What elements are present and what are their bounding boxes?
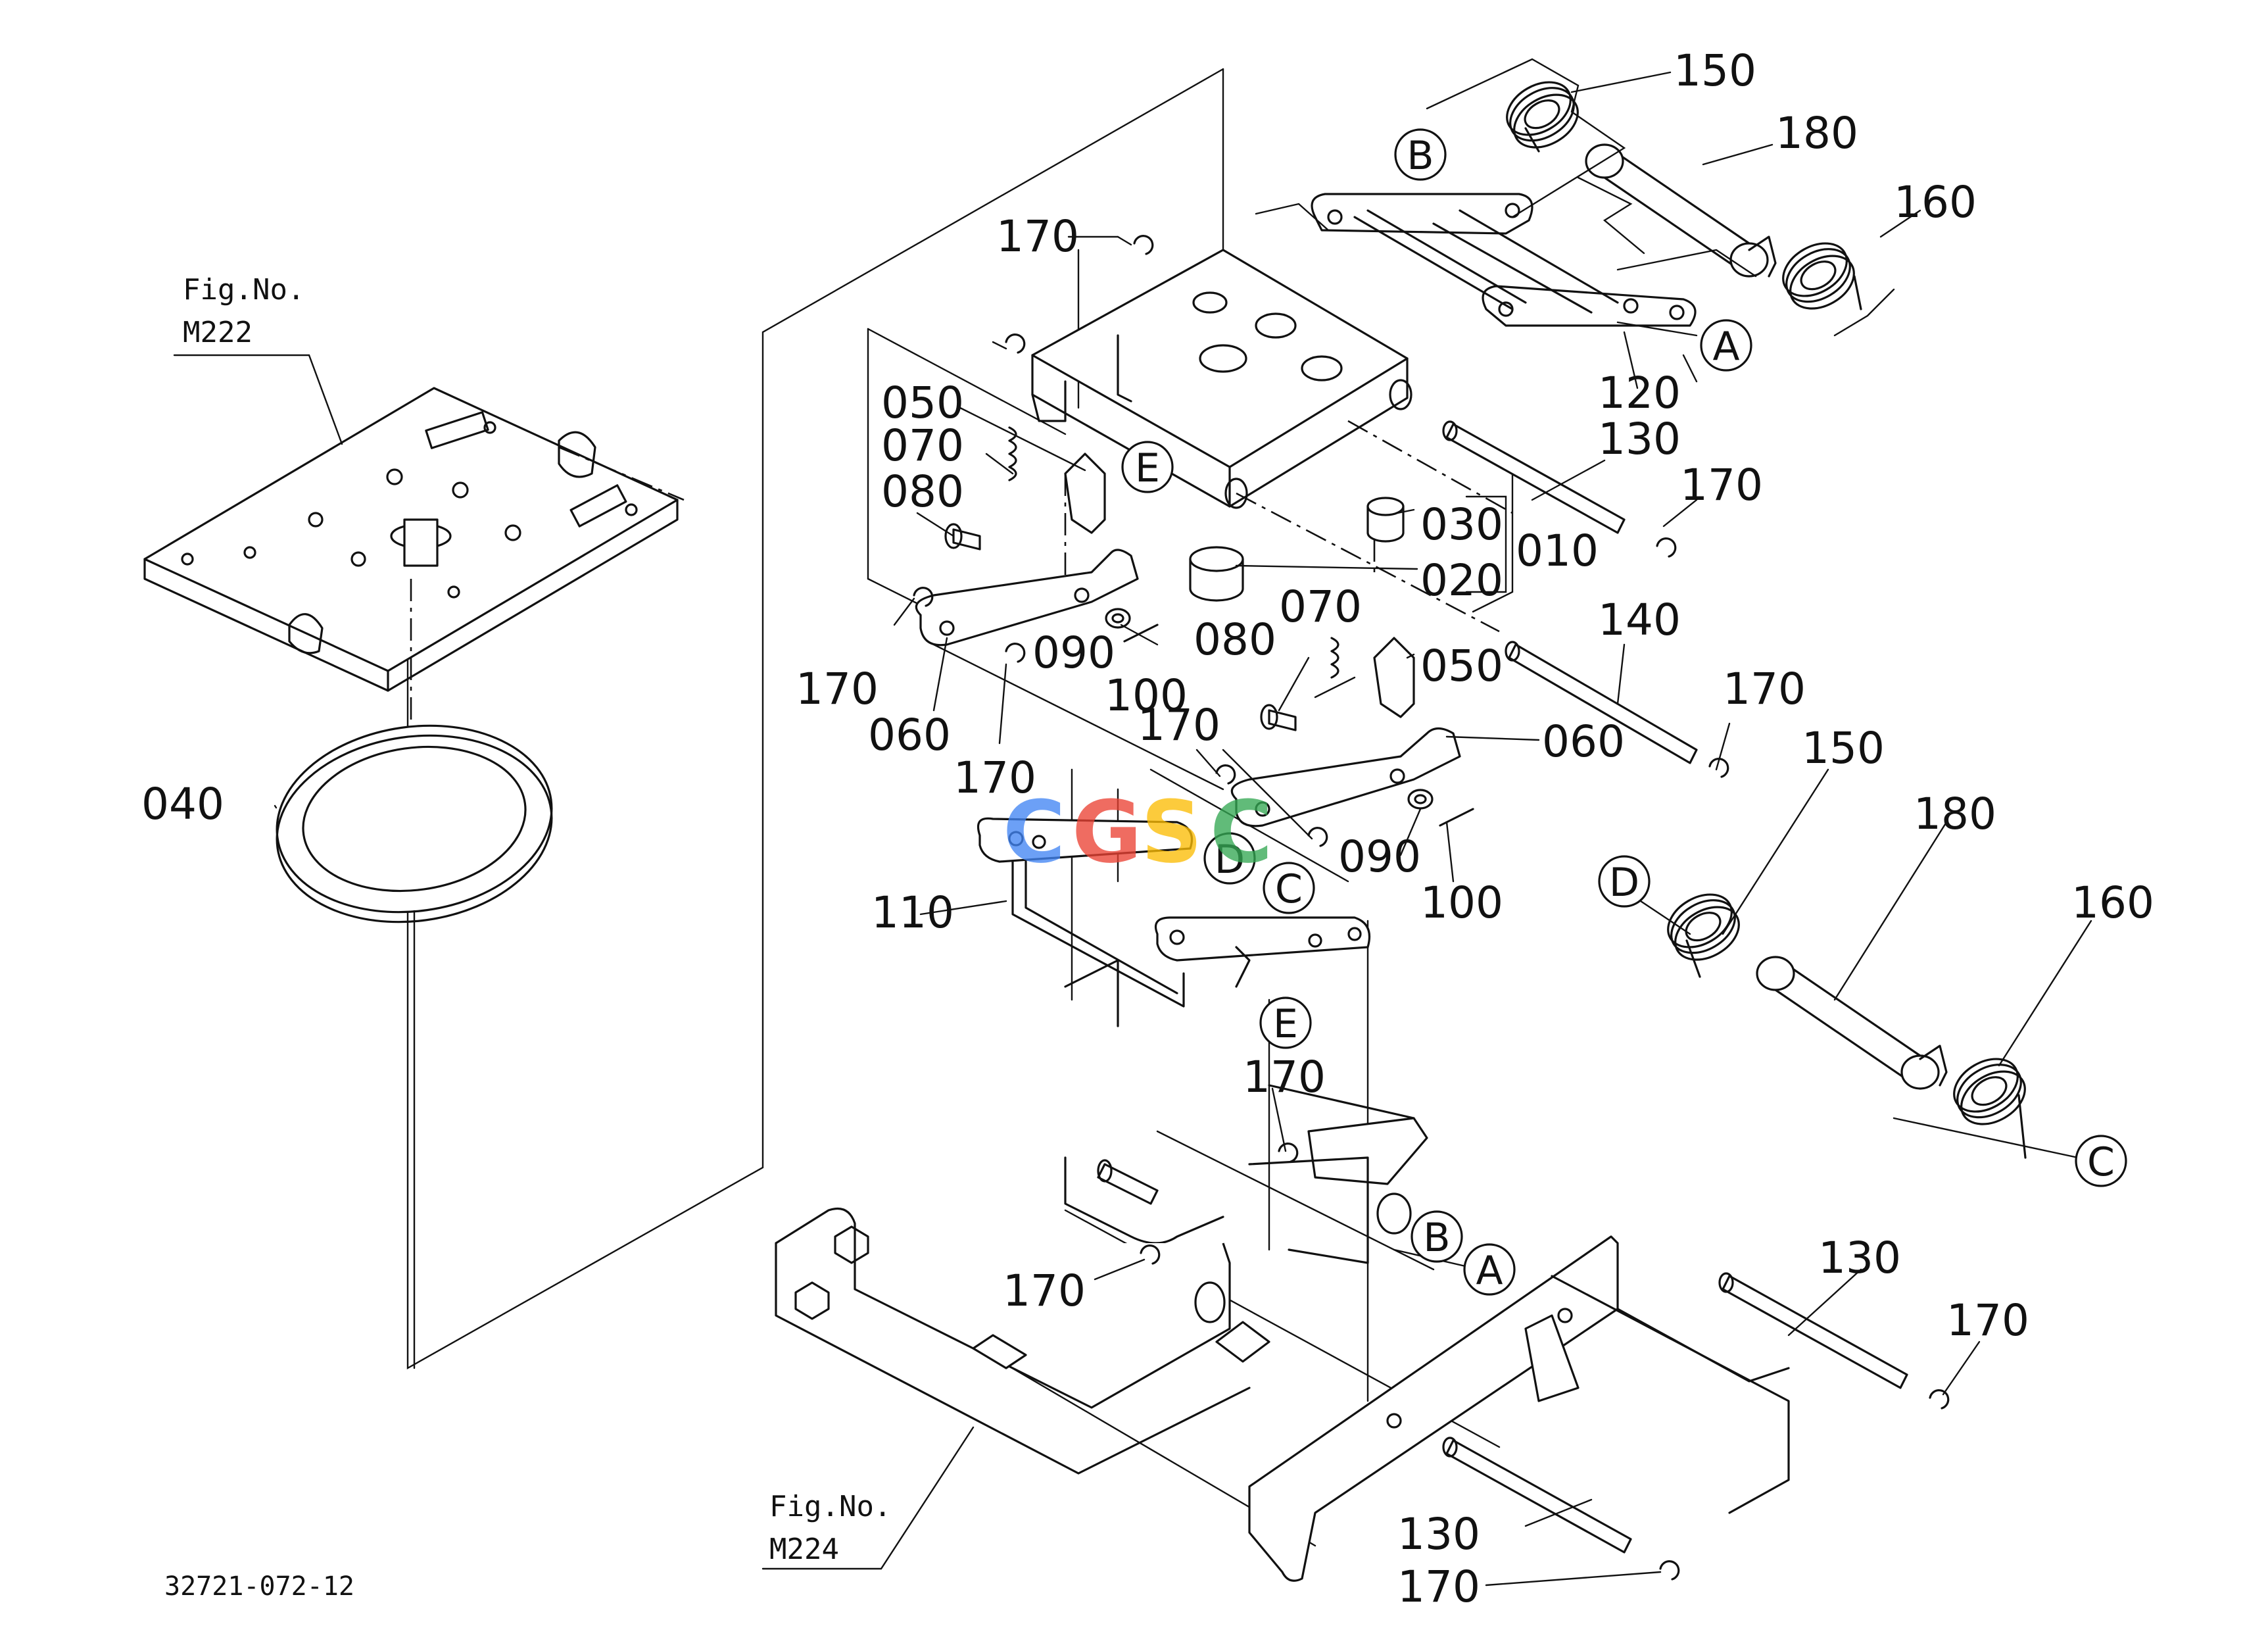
watermark-letter: G: [1072, 782, 1142, 882]
part-label: 150: [1674, 45, 1756, 96]
base-plate-m222: [143, 387, 685, 816]
fig-ref-line1: Fig.No.: [183, 273, 304, 307]
part-label: 100: [1420, 877, 1503, 928]
callout-letters: A B E D C E D C B A: [1121, 128, 2127, 1296]
part-label: 090: [1338, 831, 1421, 882]
callout-c-middle: C: [1263, 862, 1315, 914]
figure-ref-m222: Fig.No. M222: [183, 273, 304, 349]
part-label: 140: [1598, 595, 1681, 645]
part-labels: 150 180 160 170 120 130 170 050 070 080 …: [141, 45, 2154, 1612]
callout-a-lower: A: [1463, 1243, 1516, 1296]
figure-ref-m224: Fig.No. M224: [769, 1490, 891, 1566]
pedal-lever: [1064, 959, 1428, 1264]
svg-text:E: E: [1273, 1001, 1298, 1047]
watermark: C G S C: [1003, 782, 1272, 882]
watermark-letter: S: [1141, 782, 1203, 882]
watermark-letter: C: [1003, 782, 1065, 882]
part-label: 170: [996, 211, 1079, 262]
arm-060-lower: [1230, 637, 1461, 827]
callout-d-middle: D: [1203, 832, 1256, 885]
part-label: 170: [953, 752, 1036, 803]
part-label: 060: [1542, 716, 1625, 767]
fig-ref-line2: M224: [769, 1533, 839, 1566]
svg-text:C: C: [2087, 1139, 2115, 1185]
top-housing: [1031, 249, 1412, 509]
link-110: [977, 817, 1371, 1008]
svg-text:B: B: [1407, 133, 1434, 179]
part-label: 090: [1032, 627, 1115, 678]
leader-lines: [173, 71, 2092, 1586]
part-label: 160: [1894, 177, 1977, 228]
part-label: 100: [1105, 670, 1188, 721]
pedal-bracket-m224: [775, 1207, 1270, 1475]
callout-a-upper: A: [1700, 319, 1752, 372]
svg-text:A: A: [1712, 324, 1739, 370]
link-120: [1311, 193, 1697, 389]
part-label: 070: [881, 420, 964, 471]
pins: [1442, 420, 1908, 1554]
part-label: 080: [1194, 614, 1276, 665]
callout-b-lower: B: [1411, 1210, 1463, 1263]
part-label: 170: [1680, 460, 1763, 510]
part-label: 040: [141, 779, 224, 829]
drawing-number: 32721-072-12: [164, 1571, 354, 1602]
part-label: 170: [1946, 1295, 2029, 1346]
svg-text:A: A: [1476, 1248, 1503, 1294]
part-label: 050: [881, 378, 964, 428]
part-label: 180: [1775, 108, 1858, 159]
part-label: 180: [1914, 789, 1996, 839]
part-label: 080: [881, 466, 964, 517]
part-label: 060: [868, 710, 951, 760]
part-label: 130: [1818, 1233, 1901, 1283]
callout-c-right: C: [2075, 1135, 2127, 1187]
part-label: 110: [871, 887, 954, 938]
part-label: 170: [1243, 1052, 1326, 1102]
callout-e-lower: E: [1259, 996, 1312, 1049]
spring-assembly-outlines: [1255, 58, 1895, 337]
svg-text:C: C: [1275, 866, 1303, 912]
pedal-bracket-right: [1248, 1235, 1790, 1582]
spring-roller-upper: [1506, 81, 1862, 310]
part-label: 130: [1397, 1509, 1480, 1560]
arm-060-upper: [915, 426, 1139, 647]
part-label: 170: [1138, 700, 1220, 750]
svg-text:D: D: [1609, 860, 1639, 906]
part-label: 170: [1723, 664, 1806, 714]
fig-ref-line2: M222: [183, 316, 253, 349]
part-label: 030: [1420, 499, 1503, 550]
part-label: 120: [1598, 368, 1681, 418]
part-label: 050: [1420, 641, 1503, 691]
bushings: [1189, 497, 1405, 602]
small-fasteners: [913, 235, 1950, 1581]
watermark-letter: C: [1210, 782, 1272, 882]
part-label: 010: [1516, 526, 1599, 576]
callout-b-upper: B: [1394, 128, 1447, 181]
fig-ref-line1: Fig.No.: [769, 1490, 891, 1523]
callout-e-upper: E: [1121, 441, 1174, 493]
part-label: 170: [1397, 1561, 1480, 1612]
part-label: 160: [2071, 877, 2154, 928]
part-label: 170: [1003, 1266, 1086, 1316]
svg-text:D: D: [1215, 837, 1245, 883]
ring-040: [276, 724, 553, 1369]
part-label: 170: [796, 664, 879, 714]
callout-d-right: D: [1598, 855, 1651, 908]
svg-text:B: B: [1423, 1215, 1450, 1261]
part-label: 020: [1420, 555, 1503, 606]
spring-roller-lower: [1667, 893, 2027, 1159]
part-label: 150: [1802, 723, 1885, 774]
svg-text:E: E: [1135, 445, 1160, 491]
part-label: 070: [1279, 581, 1362, 632]
part-label: 130: [1598, 414, 1681, 464]
